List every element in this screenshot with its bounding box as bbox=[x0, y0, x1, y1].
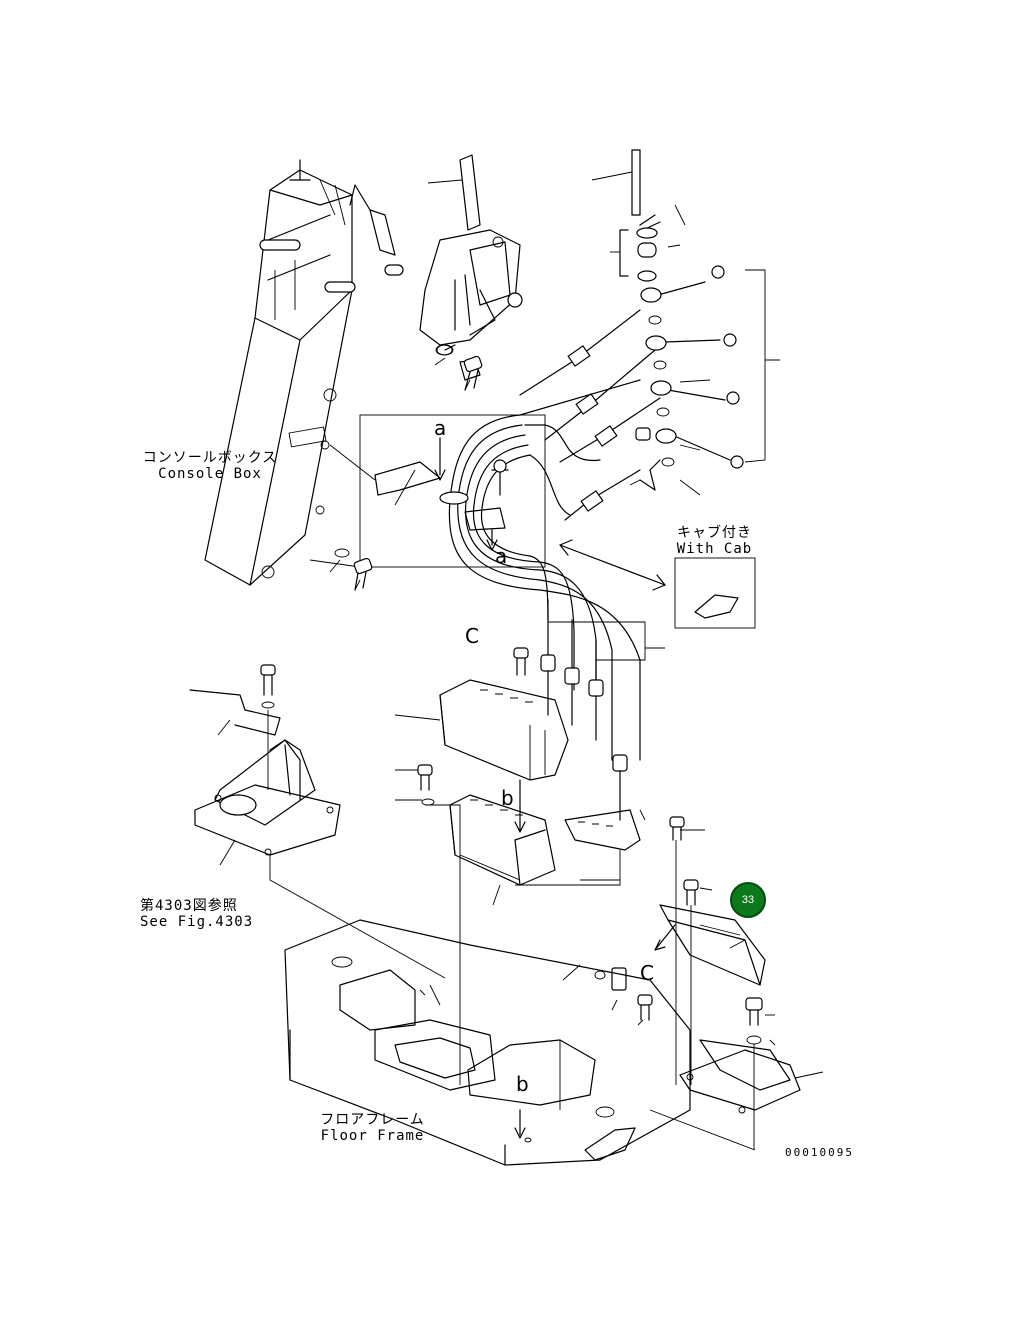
part-callout-33[interactable]: 33 bbox=[730, 882, 766, 918]
ref-letter-a-bottom: a bbox=[495, 544, 508, 568]
console-box-label-en: Console Box bbox=[158, 466, 262, 482]
see-fig-label-en: See Fig.4303 bbox=[140, 914, 254, 930]
lever-stand-drawing bbox=[189, 689, 446, 979]
floor-frame-label: フロアフレーム Floor Frame bbox=[315, 1112, 430, 1144]
with-cab-label: キャブ付き With Cab bbox=[672, 525, 757, 557]
see-fig-label: 第4303図参照 See Fig.4303 bbox=[140, 898, 253, 930]
control-cables-drawing bbox=[309, 265, 780, 821]
ref-letter-b-mid: b bbox=[501, 786, 514, 810]
console-box-drawing bbox=[204, 159, 404, 586]
lever-bracket-drawing bbox=[419, 149, 661, 381]
covers-drawing bbox=[439, 679, 766, 986]
console-box-label: コンソールボックス Console Box bbox=[140, 450, 280, 482]
ref-letter-b-floor: b bbox=[516, 1072, 529, 1096]
with-cab-label-jp: キャブ付き bbox=[677, 525, 752, 541]
ref-letter-c-right: C bbox=[640, 961, 654, 985]
document-number: 00010095 bbox=[785, 1146, 854, 1159]
leader-lines bbox=[217, 171, 824, 1079]
with-cab-label-en: With Cab bbox=[676, 541, 753, 557]
floor-frame-label-jp: フロアフレーム bbox=[320, 1112, 425, 1128]
console-box-label-jp: コンソールボックス bbox=[142, 450, 278, 466]
fasteners-drawing bbox=[260, 344, 763, 1150]
ref-letter-c-top: C bbox=[465, 624, 479, 648]
floor-frame-drawing bbox=[284, 779, 801, 1166]
ref-letter-a-top: a bbox=[434, 416, 447, 440]
see-fig-label-jp: 第4303図参照 bbox=[140, 898, 238, 914]
floor-frame-label-en: Floor Frame bbox=[320, 1128, 425, 1144]
